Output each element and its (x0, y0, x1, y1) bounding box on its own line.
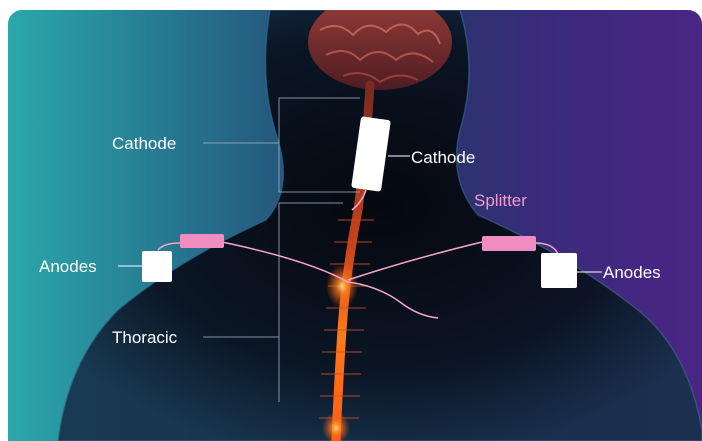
anode-electrode-right (541, 253, 577, 288)
stimulation-glow-upper (326, 264, 358, 308)
label-thoracic: Thoracic (112, 329, 177, 346)
label-cathode-right: Cathode (411, 149, 475, 166)
diagram-card: Cathode Cathode Splitter Anodes Anodes T… (8, 10, 702, 441)
label-cathode-left: Cathode (112, 135, 176, 152)
diagram-scene (8, 10, 702, 441)
label-splitter: Splitter (474, 192, 527, 209)
splitter-left (180, 234, 224, 248)
splitter-right (482, 236, 536, 251)
label-anodes-left: Anodes (39, 258, 97, 275)
anode-electrode-left (142, 251, 172, 282)
label-anodes-right: Anodes (603, 264, 661, 281)
